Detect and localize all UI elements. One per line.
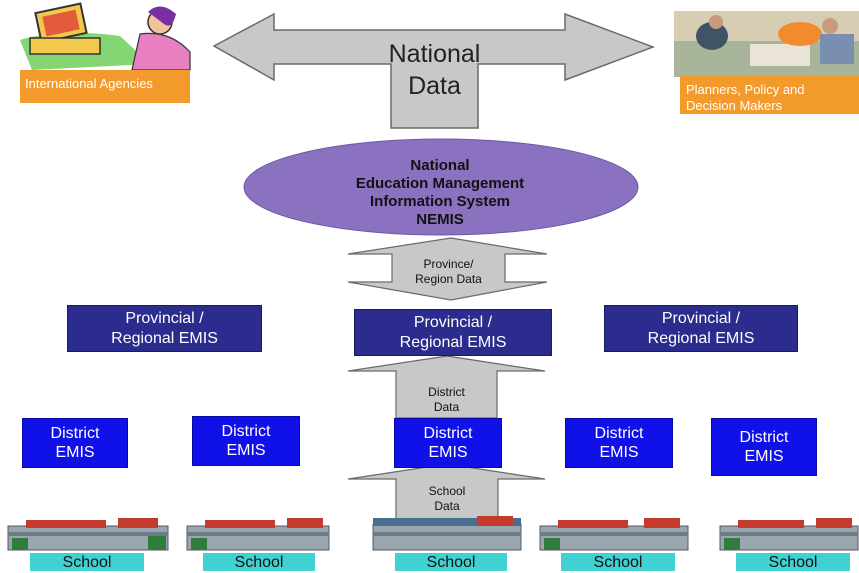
school-label: School [203, 553, 315, 571]
provincial-emis-box: Provincial / Regional EMIS [354, 309, 552, 356]
province-data-arrow [347, 237, 548, 301]
district-data-arrow-label: District Data [428, 385, 465, 414]
district-emis-box: District EMIS [394, 418, 502, 468]
national-data-arrow [212, 12, 656, 129]
nemis-line1: National [410, 157, 470, 174]
school-building-icons [7, 516, 859, 551]
planners-label: Planners, Policy and Decision Makers [680, 76, 859, 114]
nemis-ellipse [243, 138, 639, 236]
school-label: School [395, 553, 507, 571]
district-emis-box: District EMIS [192, 416, 300, 466]
district-emis-box: District EMIS [565, 418, 673, 468]
international-agencies-label: International Agencies [20, 70, 190, 103]
provincial-emis-box: Provincial / Regional EMIS [604, 305, 798, 352]
person-at-computer-icon [20, 2, 191, 71]
school-label: School [736, 553, 850, 571]
district-emis-box: District EMIS [22, 418, 128, 468]
province-data-arrow-label: Province/ Region Data [415, 257, 482, 286]
nemis-line4: NEMIS [416, 211, 464, 228]
provincial-emis-box: Provincial / Regional EMIS [67, 305, 262, 352]
school-label: School [561, 553, 675, 571]
meeting-photo-icon [674, 11, 859, 77]
district-emis-box: District EMIS [711, 418, 817, 476]
nemis-line3: Information System [369, 193, 511, 210]
national-data-label: National Data [372, 40, 497, 100]
school-data-arrow-label: School Data [428, 484, 466, 513]
national-data-line2: Data [408, 72, 461, 100]
national-data-line1: National [388, 40, 481, 68]
nemis-label: National Education Management Informatio… [300, 157, 580, 229]
nemis-line2: Education Management [355, 175, 525, 192]
school-label: School [30, 553, 144, 571]
